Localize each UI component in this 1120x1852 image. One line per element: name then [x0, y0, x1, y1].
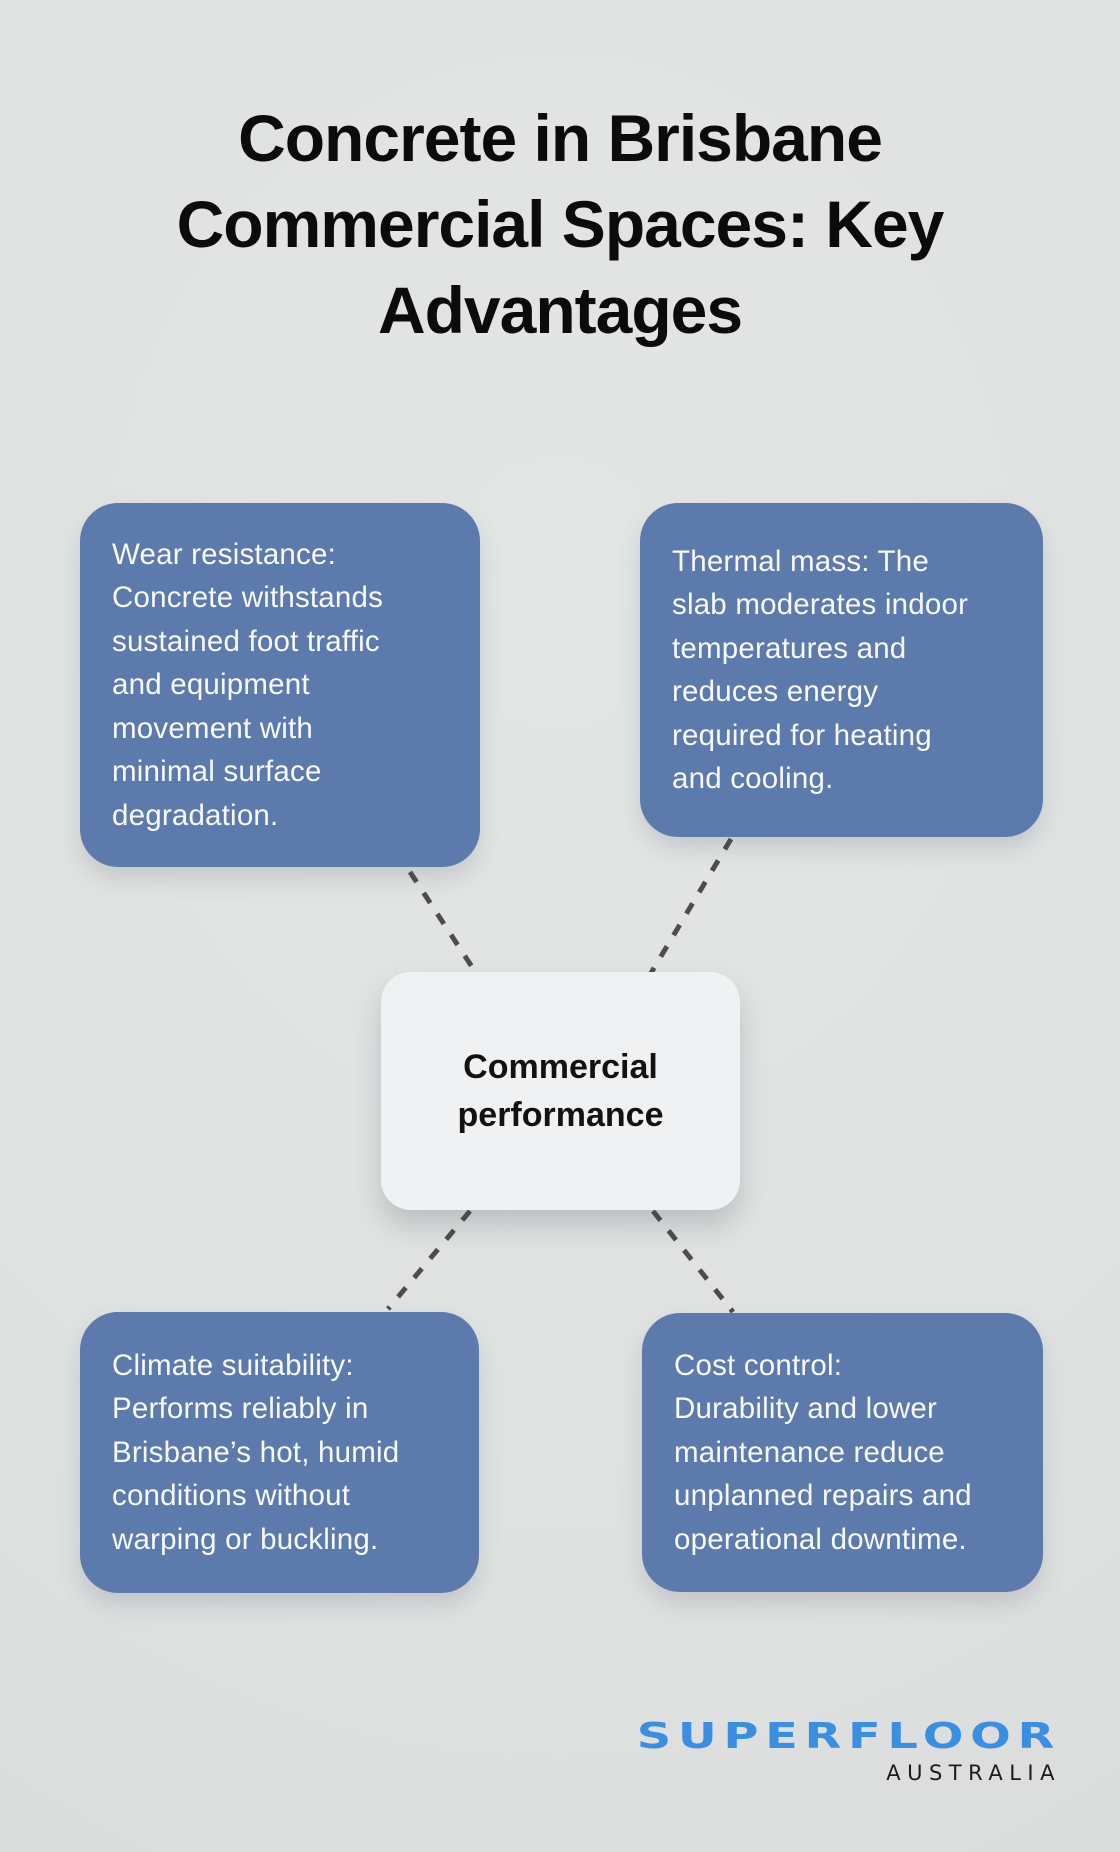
- logo-brand-text: SUPERFLOOR: [636, 1716, 1061, 1757]
- advantage-card-climate-suitability: Climate suitability: Performs reliably i…: [80, 1312, 479, 1593]
- advantage-card-cost-control: Cost control: Durability and lower maint…: [642, 1313, 1043, 1592]
- advantage-card-wear-resistance: Wear resistance: Concrete withstands sus…: [80, 503, 480, 867]
- center-node-commercial-performance: Commercial performance: [381, 972, 740, 1210]
- advantage-text-climate-suitability: Climate suitability: Performs reliably i…: [112, 1348, 400, 1556]
- connector-line-top-left: [407, 870, 479, 975]
- advantage-text-cost-control: Cost control: Durability and lower maint…: [674, 1348, 972, 1556]
- connector-line-top-right: [648, 837, 734, 975]
- page-title: Concrete in Brisbane Commercial Spaces: …: [176, 101, 945, 347]
- advantage-text-wear-resistance: Wear resistance: Concrete withstands sus…: [112, 537, 384, 832]
- connector-line-bottom-right: [651, 1209, 735, 1314]
- center-node-label: Commercial performance: [457, 1048, 664, 1134]
- superfloor-logo: SUPERFLOOR AUSTRALIA: [637, 1716, 1055, 1785]
- advantage-text-thermal-mass: Thermal mass: The slab moderates indoor …: [672, 544, 969, 796]
- connector-line-bottom-left: [386, 1209, 472, 1311]
- logo-region-text: AUSTRALIA: [886, 1761, 1061, 1785]
- advantage-card-thermal-mass: Thermal mass: The slab moderates indoor …: [640, 503, 1043, 837]
